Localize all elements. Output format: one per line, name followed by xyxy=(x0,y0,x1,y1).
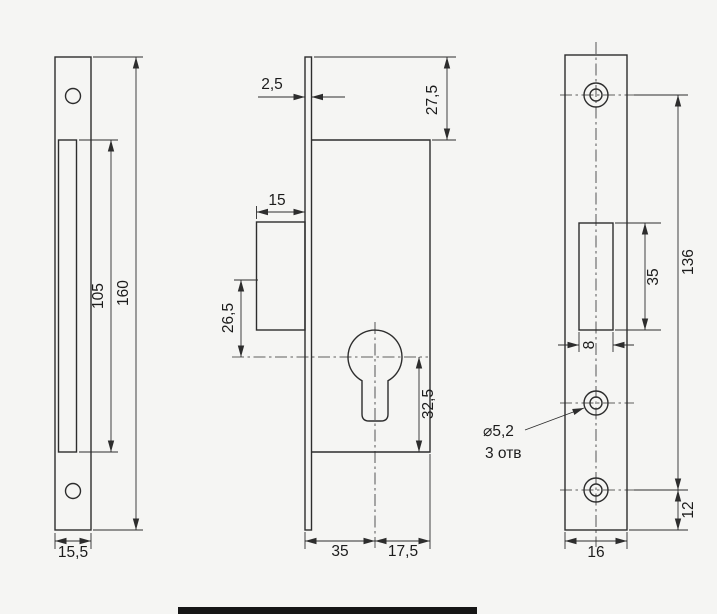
dim-label-2-5: 2,5 xyxy=(261,76,283,93)
dim-hole-spacing: 136 xyxy=(634,94,697,491)
faceplate-edge-outline xyxy=(304,56,313,531)
leader-line xyxy=(524,407,585,431)
dim-label-12: 12 xyxy=(680,501,697,518)
middle-view: 2,5 27,5 15 26,5 32,5 35 xyxy=(220,56,456,560)
dim-label-16: 16 xyxy=(587,544,604,561)
dim-cylinder-to-case-bottom: 32,5 xyxy=(415,357,437,452)
dim-plate-thickness: 15,5 xyxy=(54,533,92,561)
euro-cylinder-cutout xyxy=(347,329,403,422)
dim-label-160: 160 xyxy=(115,280,132,306)
mounting-hole-middle xyxy=(560,390,634,416)
dim-label-17-5: 17,5 xyxy=(388,543,418,560)
dim-label-35-backset: 35 xyxy=(331,543,348,560)
dim-bottom-hole-offset: 12 xyxy=(629,490,697,531)
dim-label-136: 136 xyxy=(680,249,697,275)
bolt-outline xyxy=(255,221,306,331)
screw-hole-bottom xyxy=(64,482,82,500)
note-hole-count: 3 отв xyxy=(485,445,522,462)
hole-diameter-note: ⌀5,2 3 отв xyxy=(483,407,585,462)
note-hole-diameter: ⌀5,2 xyxy=(483,423,514,440)
bolt-slot-outline xyxy=(578,222,614,331)
dim-label-15-5: 15,5 xyxy=(58,544,88,561)
dim-outer-height: 160 xyxy=(93,56,143,531)
faceplate-front-outline xyxy=(564,54,628,531)
mounting-hole-top xyxy=(560,82,634,108)
dim-plate-width: 16 xyxy=(564,532,628,561)
dim-label-32-5: 32,5 xyxy=(420,389,437,419)
screw-hole-top xyxy=(64,87,82,105)
dim-slot-height: 35 xyxy=(615,222,662,331)
lock-case-hidden-outline xyxy=(57,139,78,453)
dim-case-top-offset: 27,5 xyxy=(314,56,456,141)
lock-case-outline xyxy=(311,139,431,453)
dim-slot-width: 8 xyxy=(558,332,634,352)
dim-bolt-width: 15 xyxy=(256,192,306,219)
dim-bolt-to-cylinder: 26,5 xyxy=(220,279,258,357)
dim-label-26-5: 26,5 xyxy=(220,303,237,333)
mounting-hole-bottom xyxy=(560,477,634,503)
dim-faceplate-thickness: 2,5 xyxy=(258,76,345,101)
dim-label-15: 15 xyxy=(268,192,285,209)
dim-label-27-5: 27,5 xyxy=(424,85,441,115)
dim-label-105: 105 xyxy=(90,283,107,309)
photo-edge-artifact xyxy=(178,607,477,614)
dim-backset-and-depth: 35 17,5 xyxy=(304,454,431,560)
dim-label-35-slot: 35 xyxy=(645,268,662,285)
dim-label-8: 8 xyxy=(581,341,598,350)
dim-inner-height: 105 xyxy=(79,139,118,453)
faceplate-side-outline xyxy=(54,56,92,531)
right-view: 8 35 136 12 16 ⌀5,2 3 отв xyxy=(483,42,697,561)
left-view: 105 160 15,5 xyxy=(54,56,143,561)
